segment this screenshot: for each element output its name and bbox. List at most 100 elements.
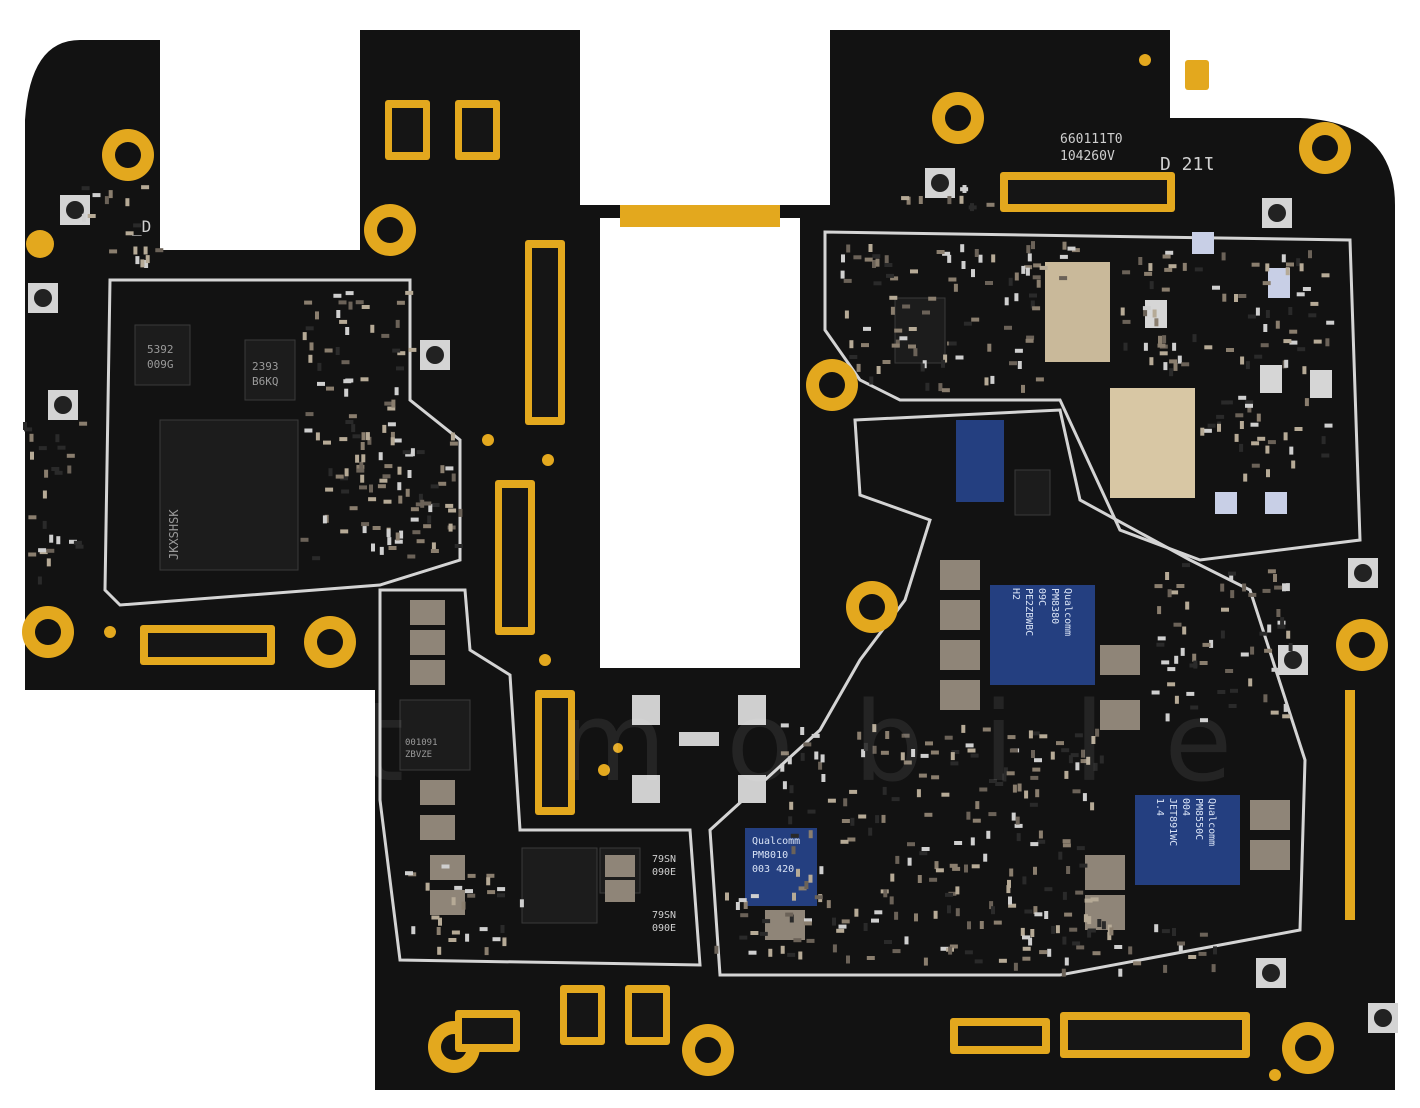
smd-part xyxy=(725,892,729,901)
smd-part xyxy=(57,445,66,450)
smd-part xyxy=(1012,784,1017,793)
smd-part xyxy=(133,246,138,255)
smd-part xyxy=(1027,253,1032,262)
smd-part xyxy=(1291,460,1296,469)
smd-part xyxy=(1286,262,1294,267)
smd-part xyxy=(1283,339,1292,344)
smd-part xyxy=(1033,906,1038,915)
smd-part xyxy=(430,549,439,553)
smd-part xyxy=(487,890,496,895)
smd-part xyxy=(1123,342,1128,351)
smd-part xyxy=(1267,569,1276,574)
smd-part xyxy=(1152,309,1157,318)
smd-part xyxy=(388,546,397,550)
smd-part xyxy=(1149,281,1154,290)
smd-part xyxy=(882,786,887,795)
smd-part xyxy=(748,950,757,955)
smd-part xyxy=(954,841,963,845)
smd-part xyxy=(450,432,455,441)
smd-part xyxy=(911,749,916,757)
smd-part xyxy=(1009,868,1014,877)
smd-part xyxy=(479,927,488,932)
smd-part xyxy=(1256,413,1261,422)
smd-part xyxy=(1211,964,1216,973)
smd-part xyxy=(1157,606,1162,615)
smd-part xyxy=(907,842,915,847)
smd-part xyxy=(1324,423,1333,428)
smd-part xyxy=(1120,307,1125,316)
smd-part xyxy=(872,260,876,268)
smd-part xyxy=(360,474,365,483)
smd-part xyxy=(800,752,805,761)
smd-part xyxy=(1062,936,1067,945)
smd-part xyxy=(1086,756,1091,765)
smd-part xyxy=(914,913,918,922)
smd-part xyxy=(1070,753,1079,758)
pm-bottom-line2: 003 420 xyxy=(752,864,794,875)
smd-part xyxy=(1026,245,1031,254)
smd-part xyxy=(970,837,975,846)
smd-part xyxy=(397,466,402,475)
smd-part xyxy=(955,908,960,917)
smd-part xyxy=(390,437,395,446)
smd-part xyxy=(1058,851,1063,860)
smd-part xyxy=(1242,583,1247,592)
smd-part xyxy=(838,924,847,929)
smd-part xyxy=(1321,436,1326,445)
smd-part xyxy=(1024,790,1029,799)
smd-part xyxy=(1234,433,1239,442)
smd-part xyxy=(519,899,524,908)
smd-part xyxy=(916,789,921,798)
smd-part xyxy=(918,773,927,778)
black-ics xyxy=(134,297,1051,924)
smd-part xyxy=(1029,293,1037,298)
smd-part xyxy=(387,537,392,546)
smd-part xyxy=(971,269,975,278)
pm-big-line2: 09C xyxy=(1036,588,1047,606)
smd-part xyxy=(821,774,826,782)
smd-part xyxy=(1193,660,1198,669)
smd-part xyxy=(1207,423,1216,428)
smd-part xyxy=(335,347,340,355)
pm-big-line4: H2 xyxy=(1010,588,1021,600)
smd-part xyxy=(991,906,995,915)
smd-part xyxy=(1270,710,1279,715)
smd-part xyxy=(1190,705,1199,710)
smd-part xyxy=(1192,653,1197,662)
smd-part xyxy=(449,441,458,446)
smd-part xyxy=(1250,646,1255,655)
smd-part xyxy=(317,381,325,386)
smd-part xyxy=(1022,935,1030,940)
smd-part xyxy=(1182,563,1190,568)
smd-part xyxy=(1020,927,1025,936)
smd-part xyxy=(1075,762,1080,771)
smd-part xyxy=(1296,258,1301,267)
mem-mark-2: ZBVZE xyxy=(405,750,432,760)
smd-part xyxy=(1280,617,1285,626)
smd-part xyxy=(987,343,992,352)
smd-part xyxy=(1172,342,1177,351)
smd-part xyxy=(1294,427,1303,431)
smd-part xyxy=(394,539,403,544)
smd-part xyxy=(344,388,349,397)
pmic-big-marking: Qualcomm PM8380 09C PE2ZBWBC H2 xyxy=(1010,588,1073,636)
smd-part xyxy=(930,750,939,755)
smd-part xyxy=(1081,749,1085,758)
smd-part xyxy=(955,355,964,360)
smd-part xyxy=(46,548,55,553)
smd-part xyxy=(934,861,939,870)
smd-part xyxy=(73,540,82,545)
smd-part xyxy=(398,495,403,504)
silk-corner-mark: _D xyxy=(132,217,151,236)
smd-part xyxy=(467,873,476,878)
smd-part xyxy=(993,920,1002,925)
smd-part xyxy=(1013,962,1018,971)
smd-part xyxy=(1154,924,1159,933)
coax-connectors xyxy=(28,168,1398,1033)
smd-components xyxy=(23,185,1335,977)
smd-part xyxy=(1325,338,1330,347)
smd-part xyxy=(333,293,342,298)
smd-part xyxy=(871,918,879,923)
smd-part xyxy=(846,244,851,253)
smd-part xyxy=(989,779,997,783)
